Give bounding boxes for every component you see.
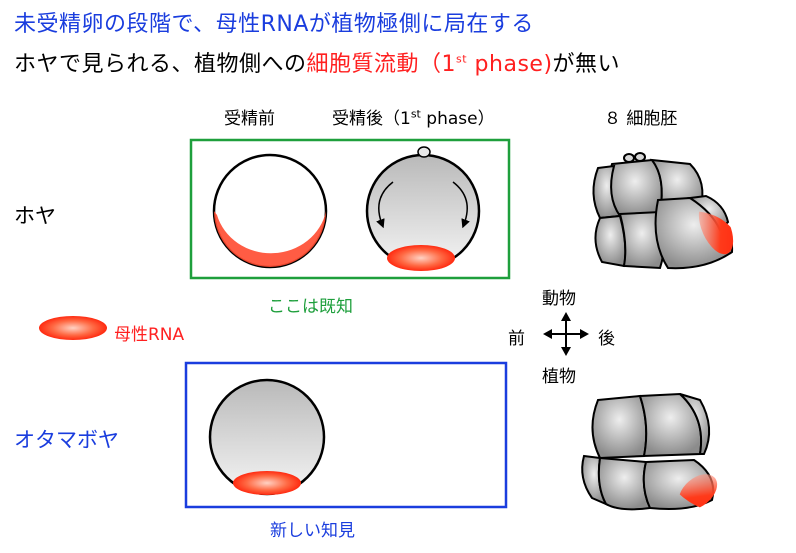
maternal-rna-otamaboya [233, 471, 301, 495]
known-region-box [189, 138, 511, 280]
axis-label-anterior: 前 [508, 329, 525, 349]
label-before-fertilization: 受精前 [224, 109, 275, 129]
label-after-fertilization: 受精後（1st phase） [332, 107, 495, 129]
caption-known: ここは既知 [268, 297, 353, 317]
axis-label-posterior: 後 [598, 329, 615, 349]
flow-arrow-right [452, 181, 470, 229]
maternal-rna-embryo-otamaboya [678, 474, 718, 510]
heading-line-1: 未受精卵の段階で、母性RNAが植物極側に局在する [14, 12, 534, 37]
heading-line-2-suffix: が無い [552, 52, 621, 77]
row-label-otamaboya: オタマボヤ [14, 428, 119, 452]
polar-body [417, 146, 431, 158]
row-label-hoya: ホヤ [14, 204, 56, 228]
heading-line-2-prefix: ホヤで見られる、植物側への [14, 52, 307, 77]
eight-cell-embryo-otamaboya [581, 392, 718, 511]
legend-swatch-maternal-rna [39, 316, 107, 340]
heading-line-2: ホヤで見られる、植物側への細胞質流動（1st phase)が無い [14, 46, 620, 78]
axis-label-vegetal: 植物 [542, 367, 576, 387]
maternal-rna-hoya [387, 245, 455, 271]
axis-label-animal: 動物 [542, 289, 576, 309]
axis-cross-arrows [543, 312, 589, 356]
fertilized-egg-hoya [365, 146, 481, 271]
egg-otamaboya [208, 378, 326, 496]
new-finding-box [184, 361, 508, 509]
heading-line-2-red: 細胞質流動（1st phase) [306, 52, 553, 77]
eight-cell-embryo-hoya [592, 152, 734, 270]
legend-label-maternal-rna: 母性RNA [114, 325, 185, 345]
caption-new-finding: 新しい知見 [270, 521, 355, 541]
label-8-cell-embryo: ８ 細胞胚 [604, 109, 678, 129]
unfertilized-egg-hoya [212, 153, 328, 269]
flow-arrow-left [376, 181, 394, 229]
